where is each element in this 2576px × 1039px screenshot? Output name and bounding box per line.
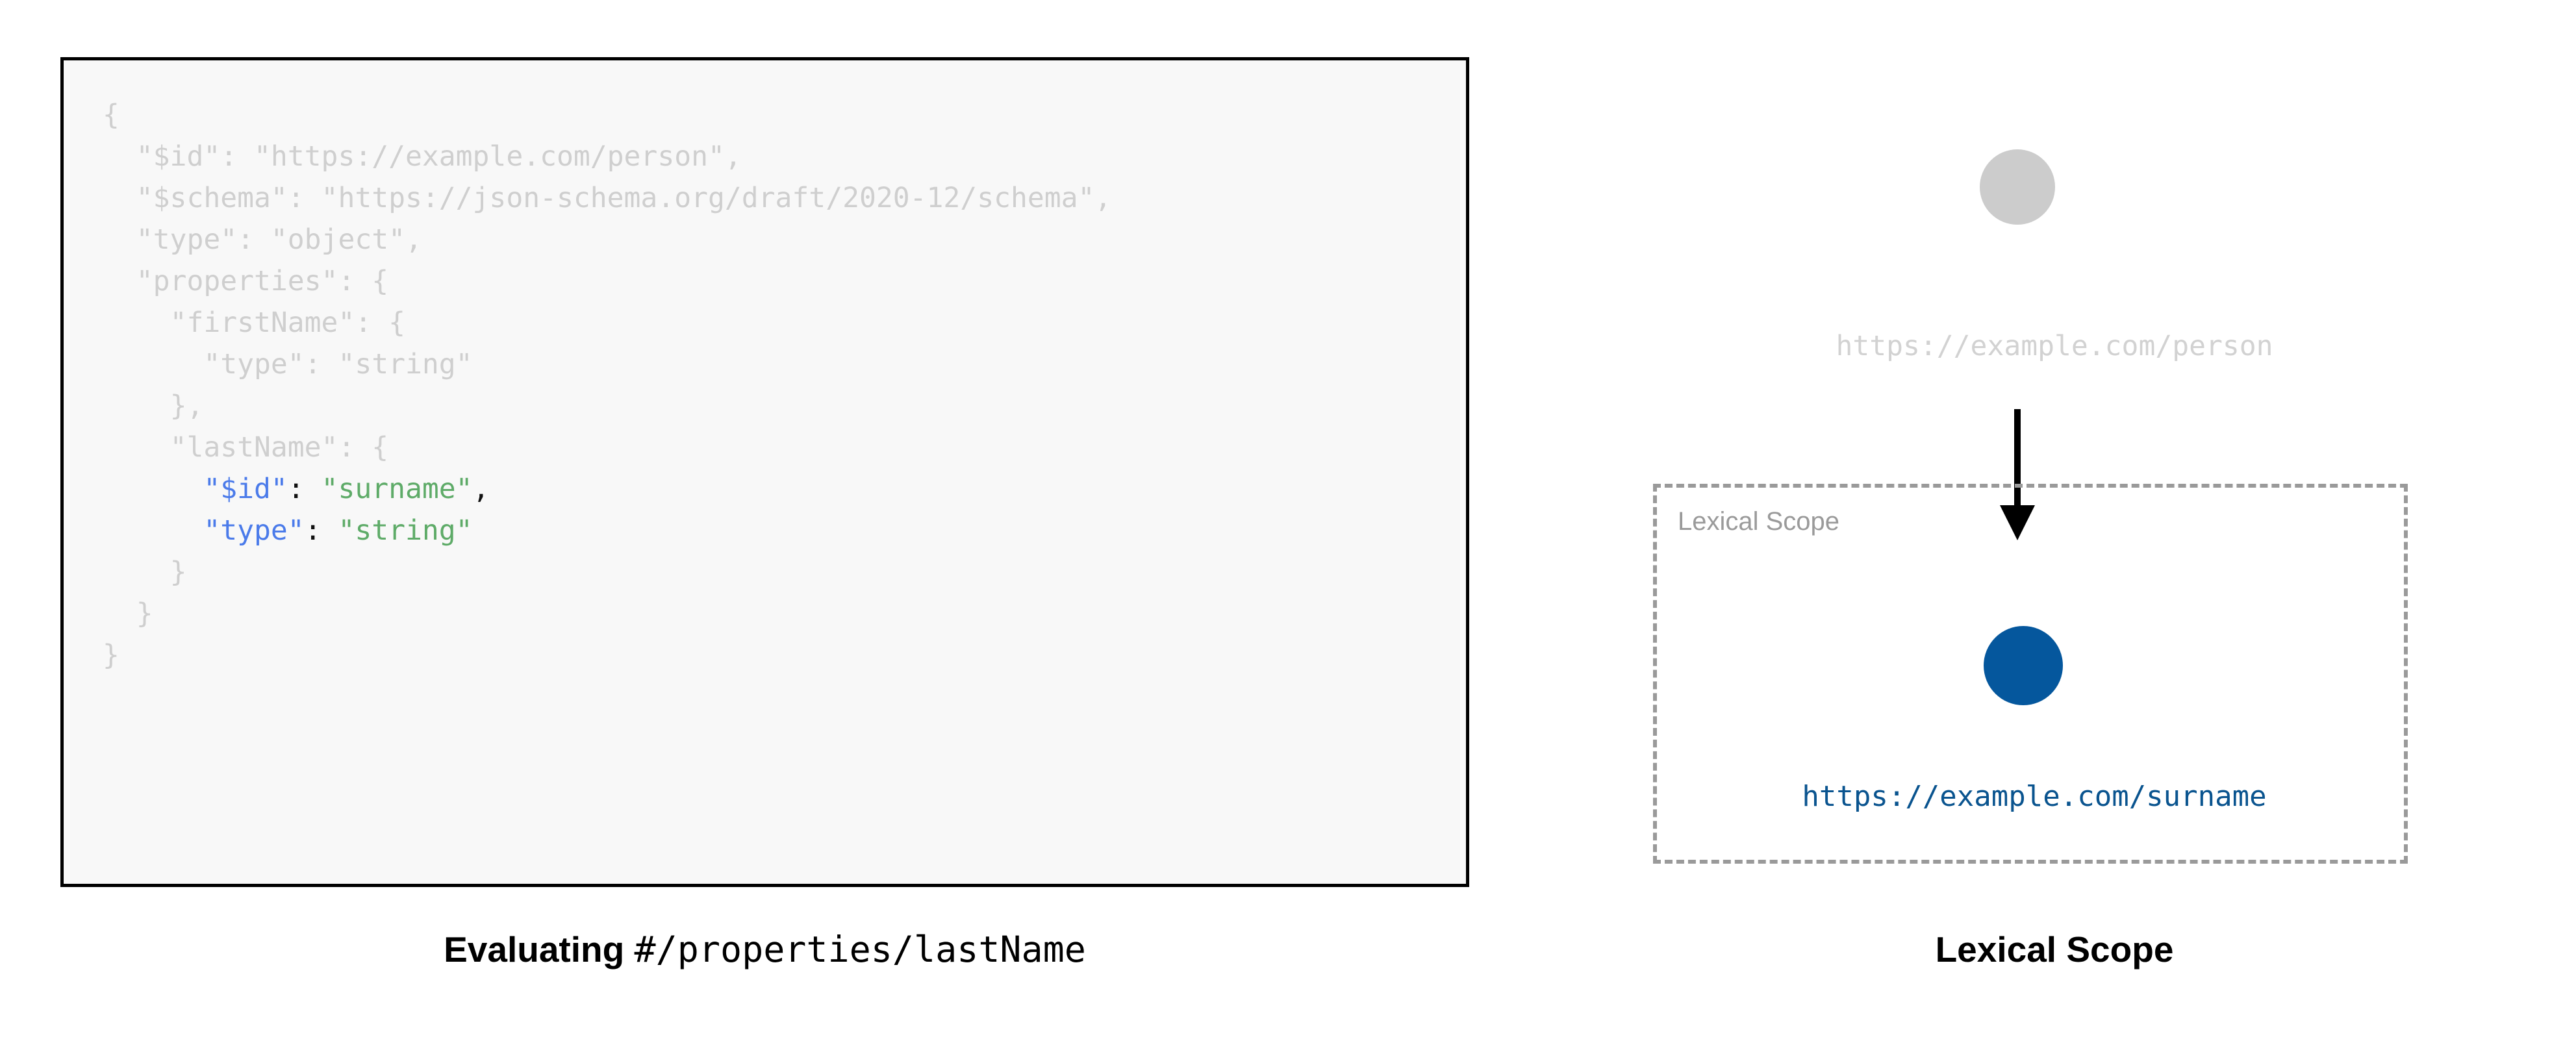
- outer-scope-node-label: https://example.com/person: [1836, 330, 2273, 362]
- code-indent: [103, 140, 136, 173]
- code-panel: { "$id": "https://example.com/person", "…: [60, 57, 1469, 970]
- json-schema-code-block: { "$id": "https://example.com/person", "…: [60, 57, 1469, 887]
- code-token: "type": "object",: [136, 223, 422, 256]
- code-line: }: [103, 593, 1466, 634]
- code-line: "properties": {: [103, 260, 1466, 302]
- code-token: }: [170, 556, 187, 588]
- code-token: }: [136, 597, 153, 630]
- code-token: :: [287, 473, 322, 505]
- inner-scope-node-circle: [1984, 626, 2063, 705]
- code-line: },: [103, 385, 1466, 427]
- code-indent: [103, 223, 136, 256]
- code-lines-container: { "$id": "https://example.com/person", "…: [103, 94, 1466, 676]
- lexical-scope-boundary-box: Lexical Scope https://example.com/surnam…: [1653, 484, 2408, 864]
- code-line: "$id": "surname",: [103, 468, 1466, 510]
- caption-json-pointer: #/properties/lastName: [634, 929, 1086, 970]
- code-indent: [103, 597, 136, 630]
- code-line: "$id": "https://example.com/person",: [103, 136, 1466, 177]
- code-indent: [103, 307, 170, 339]
- code-panel-caption: Evaluating #/properties/lastName: [60, 929, 1469, 970]
- code-token: "type": [203, 514, 305, 547]
- code-indent: [103, 431, 170, 464]
- code-token: "firstName": {: [170, 307, 405, 339]
- code-indent: [103, 514, 203, 547]
- code-line: }: [103, 551, 1466, 593]
- code-line: "$schema": "https://json-schema.org/draf…: [103, 177, 1466, 219]
- code-token: "$id": "https://example.com/person",: [136, 140, 742, 173]
- code-token: "properties": {: [136, 265, 389, 297]
- code-line: "type": "string": [103, 510, 1466, 551]
- inner-scope-node-label: https://example.com/surname: [1802, 780, 2267, 813]
- outer-scope-node-circle: [1980, 149, 2055, 225]
- code-token: {: [103, 99, 120, 131]
- code-token: "surname": [321, 473, 473, 505]
- diagram-panel-caption: Lexical Scope: [1935, 929, 2174, 970]
- code-token: ,: [472, 473, 490, 505]
- code-indent: [103, 348, 203, 381]
- code-token: "string": [338, 514, 473, 547]
- code-indent: [103, 473, 203, 505]
- code-indent: [103, 182, 136, 214]
- code-token: "$id": [203, 473, 288, 505]
- code-token: "lastName": {: [170, 431, 389, 464]
- code-token: }: [103, 639, 120, 671]
- code-line: {: [103, 94, 1466, 136]
- code-indent: [103, 556, 170, 588]
- code-indent: [103, 265, 136, 297]
- resolution-arrow-icon: [2000, 409, 2035, 540]
- code-line: "type": "object",: [103, 219, 1466, 260]
- code-line: "lastName": {: [103, 427, 1466, 468]
- code-token: :: [304, 514, 338, 547]
- code-line: }: [103, 634, 1466, 676]
- lexical-scope-box-label: Lexical Scope: [1678, 507, 1840, 536]
- code-token: "type": "string": [203, 348, 473, 381]
- code-token: },: [170, 390, 204, 422]
- diagram-panel: https://example.com/person Lexical Scope…: [1533, 0, 2576, 1039]
- code-token: "$schema": "https://json-schema.org/draf…: [136, 182, 1112, 214]
- code-line: "type": "string": [103, 344, 1466, 385]
- caption-bold-text: Evaluating: [444, 929, 625, 970]
- code-indent: [103, 390, 170, 422]
- code-line: "firstName": {: [103, 302, 1466, 344]
